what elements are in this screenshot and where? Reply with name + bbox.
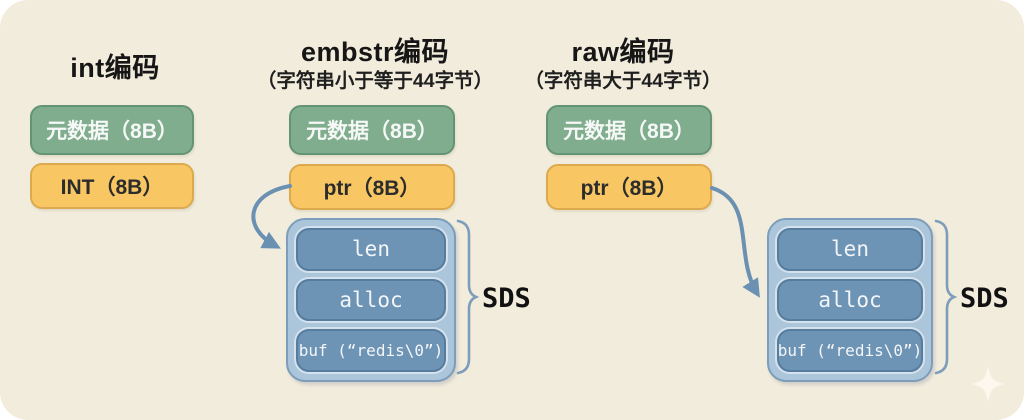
raw-sds-label: SDS (960, 283, 1009, 314)
column-title-raw: raw编码 (571, 37, 675, 67)
embstr-sds-container: len alloc buf (“redis\0”) (286, 218, 456, 382)
embstr-sds-brace-icon (456, 219, 480, 375)
embstr-sds-buf-box: buf (“redis\0”) (296, 329, 446, 373)
embstr-ptr-arrow-icon (251, 184, 292, 249)
raw-ptr-arrow-icon (710, 186, 760, 298)
int-value-box: INT（8B） (30, 163, 194, 209)
sparkle-icon (972, 366, 1004, 402)
embstr-ptr-box: ptr（8B） (289, 164, 455, 210)
raw-sds-container: len alloc buf (“redis\0”) (767, 218, 933, 382)
embstr-sds-len-box: len (296, 228, 446, 271)
column-subtitle-embstr: （字符串小于等于44字节） (256, 70, 494, 92)
raw-sds-len-box: len (777, 228, 923, 271)
raw-sds-buf-box: buf (“redis\0”) (777, 329, 923, 373)
raw-metadata-box: 元数据（8B） (546, 105, 712, 155)
raw-sds-alloc-box: alloc (777, 278, 923, 322)
raw-ptr-box: ptr（8B） (546, 164, 712, 210)
embstr-sds-label: SDS (482, 283, 531, 314)
column-title-int: int编码 (70, 53, 160, 83)
column-subtitle-raw: （字符串大于44字节） (524, 70, 722, 92)
column-title-embstr: embstr编码 (300, 37, 450, 67)
raw-sds-brace-icon (934, 219, 958, 375)
embstr-sds-alloc-box: alloc (296, 278, 446, 322)
int-metadata-box: 元数据（8B） (30, 105, 194, 155)
embstr-metadata-box: 元数据（8B） (289, 105, 455, 155)
